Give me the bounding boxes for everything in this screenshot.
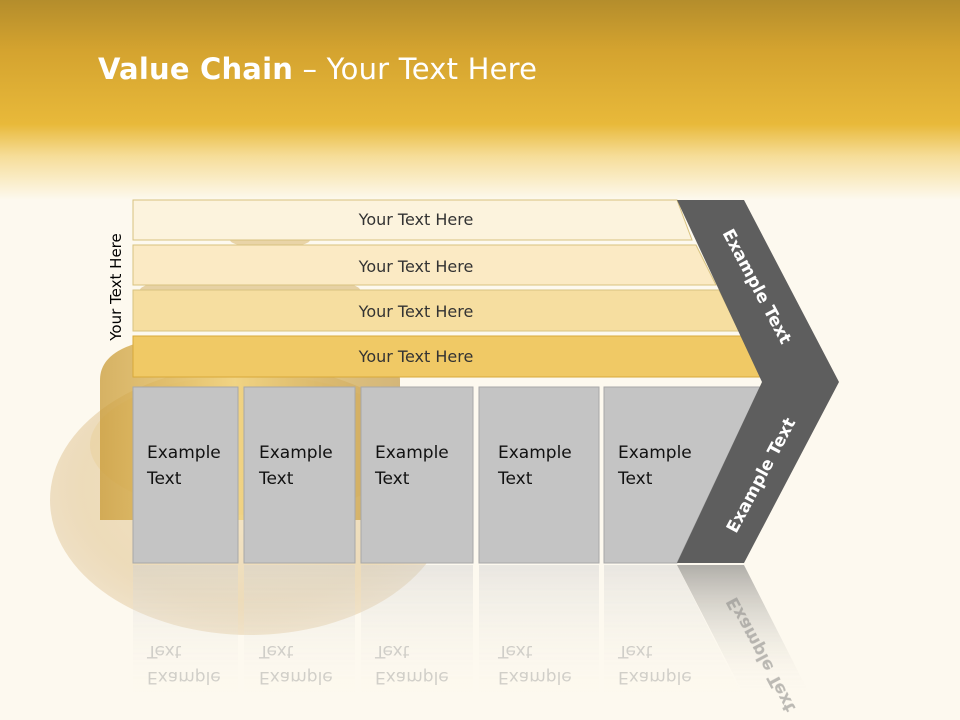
box-line1: Example — [618, 443, 692, 463]
box-5: Example Text — [603, 386, 761, 564]
band-label: Your Text Here — [358, 302, 474, 321]
box-1: Example Text — [132, 386, 239, 564]
box-line1: Example — [147, 443, 221, 463]
reflection-text: Text — [497, 641, 533, 661]
box-line2: Text — [146, 469, 182, 489]
box-line1: Example — [498, 443, 572, 463]
box-2: Example Text — [243, 386, 356, 564]
reflection-text: Text — [374, 641, 410, 661]
box-line2: Text — [497, 469, 533, 489]
band-3: Your Text Here — [132, 289, 740, 332]
header-banner — [0, 0, 960, 200]
reflection-text: Example — [259, 667, 333, 687]
band-label: Your Text Here — [358, 257, 474, 276]
box-4: Example Text — [478, 386, 600, 564]
box-line1: Example — [375, 443, 449, 463]
page-title: Value Chain – Your Text Here — [98, 52, 537, 86]
reflection-text: Example — [375, 667, 449, 687]
title-bold: Value Chain — [98, 52, 294, 86]
box-line2: Text — [617, 469, 653, 489]
boxes-reflection: Text Example Text Example Text Example T… — [133, 565, 810, 715]
band-4: Your Text Here — [132, 335, 764, 378]
box-line2: Text — [258, 469, 294, 489]
box-line1: Example — [259, 443, 333, 463]
reflection-text: Example — [147, 667, 221, 687]
band-2: Your Text Here — [132, 244, 717, 286]
band-label: Your Text Here — [358, 347, 474, 366]
box-3: Example Text — [360, 386, 474, 564]
title-rest: – Your Text Here — [293, 52, 538, 86]
reflection-text: Text — [146, 641, 182, 661]
reflection-text: Text — [617, 641, 653, 661]
reflection-text: Text — [258, 641, 294, 661]
box-line2: Text — [374, 469, 410, 489]
band-1: Your Text Here — [132, 199, 693, 241]
reflection-text: Example — [498, 667, 572, 687]
reflection-text: Example — [618, 667, 692, 687]
band-label: Your Text Here — [358, 210, 474, 229]
